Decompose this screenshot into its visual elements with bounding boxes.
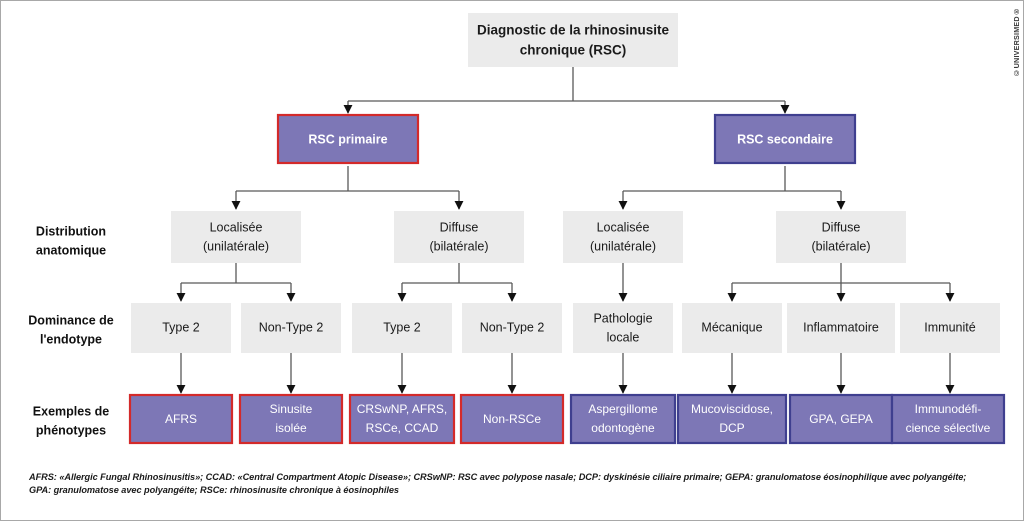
row-label-phenotypes-line1: Exemples de [33,404,109,418]
node-phenotype-7[interactable]: Immunodéfi- cience sélective [890,393,1006,445]
node-phenotype-6[interactable]: GPA, GEPA [788,393,894,445]
phenotype-7-line2: cience sélective [906,421,991,435]
distribution-0-line1: Localisée [210,220,263,234]
row-label-distribution-line1: Distribution [36,224,106,238]
node-endotype-0[interactable]: Type 2 [131,303,231,353]
node-endotype-2[interactable]: Type 2 [352,303,452,353]
node-endotype-7[interactable]: Immunité [900,303,1000,353]
phenotype-4-line2: odontogène [591,421,655,435]
endotype-1-line1: Non-Type 2 [259,320,324,334]
row-label-distribution: Distribution anatomique [36,224,106,257]
copyright-notice: ©UNIVERSIMED® [1012,7,1021,78]
phenotype-1-line2: isolée [275,421,307,435]
row-label-distribution-line2: anatomique [36,243,106,257]
endotype-5-line1: Mécanique [701,320,762,334]
node-phenotype-3[interactable]: Non-RSCe [459,393,565,445]
node-distribution-3[interactable]: Diffuse (bilatérale) [776,211,906,263]
node-phenotype-5[interactable]: Mucoviscidose, DCP [676,393,788,445]
distribution-3-line2: (bilatérale) [811,239,870,253]
node-rsc-primaire[interactable]: RSC primaire [276,113,420,165]
phenotype-1-line1: Sinusite [270,402,313,416]
node-rsc-secondaire[interactable]: RSC secondaire [713,113,857,165]
endotype-6-line1: Inflammatoire [803,320,879,334]
endotype-4-line1: Pathologie [593,311,652,325]
phenotype-0-line1: AFRS [165,412,197,426]
row-label-phenotypes: Exemples de phénotypes [33,404,109,437]
distribution-3-line1: Diffuse [822,220,861,234]
endotype-2-line1: Type 2 [383,320,421,334]
node-endotype-1[interactable]: Non-Type 2 [241,303,341,353]
node-distribution-2[interactable]: Localisée (unilatérale) [563,211,683,263]
rsc-secondaire-label: RSC secondaire [737,132,833,146]
distribution-2-line2: (unilatérale) [590,239,656,253]
root-title-line2: chronique (RSC) [520,43,627,58]
phenotype-7-line1: Immunodéfi- [915,402,982,416]
phenotype-6-line1: GPA, GEPA [809,412,873,426]
phenotype-2-line1: CRSwNP, AFRS, [357,402,447,416]
footnote-line-2: GPA: granulomatose avec polyangéite; RSC… [29,485,399,496]
node-phenotype-4[interactable]: Aspergillome odontogène [569,393,677,445]
phenotype-2-line2: RSCe, CCAD [366,421,439,435]
node-endotype-4[interactable]: Pathologie locale [573,303,673,353]
distribution-1-line1: Diffuse [440,220,479,234]
row-label-endotype-line2: l'endotype [40,332,102,346]
row-label-phenotypes-line2: phénotypes [36,423,106,437]
phenotype-5-line2: DCP [719,421,744,435]
rsc-primaire-label: RSC primaire [308,132,387,146]
connector-group [176,67,955,394]
node-endotype-6[interactable]: Inflammatoire [787,303,895,353]
phenotype-5-line1: Mucoviscidose, [691,402,773,416]
node-endotype-5[interactable]: Mécanique [682,303,782,353]
node-distribution-1[interactable]: Diffuse (bilatérale) [394,211,524,263]
endotype-3-line1: Non-Type 2 [480,320,545,334]
node-phenotype-2[interactable]: CRSwNP, AFRS, RSCe, CCAD [348,393,456,445]
node-root[interactable]: Diagnostic de la rhinosinusite chronique… [468,13,678,67]
node-endotype-3[interactable]: Non-Type 2 [462,303,562,353]
footnote-line-1: AFRS: «Allergic Fungal Rhinosinusitis»; … [29,472,967,482]
footnote-abbreviations: AFRS: «Allergic Fungal Rhinosinusitis»; … [29,471,994,498]
phenotype-4-line1: Aspergillome [588,402,658,416]
root-title-line1: Diagnostic de la rhinosinusite [477,23,670,38]
endotype-0-line1: Type 2 [162,320,200,334]
endotype-4-line2: locale [607,330,640,344]
distribution-0-line2: (unilatérale) [203,239,269,253]
distribution-2-line1: Localisée [597,220,650,234]
distribution-1-line2: (bilatérale) [429,239,488,253]
endotype-7-line1: Immunité [924,320,975,334]
row-label-endotype-line1: Dominance de [28,313,113,327]
phenotype-3-line1: Non-RSCe [483,412,541,426]
node-distribution-0[interactable]: Localisée (unilatérale) [171,211,301,263]
node-phenotype-0[interactable]: AFRS [128,393,234,445]
row-label-endotype: Dominance de l'endotype [28,313,113,346]
node-phenotype-1[interactable]: Sinusite isolée [238,393,344,445]
